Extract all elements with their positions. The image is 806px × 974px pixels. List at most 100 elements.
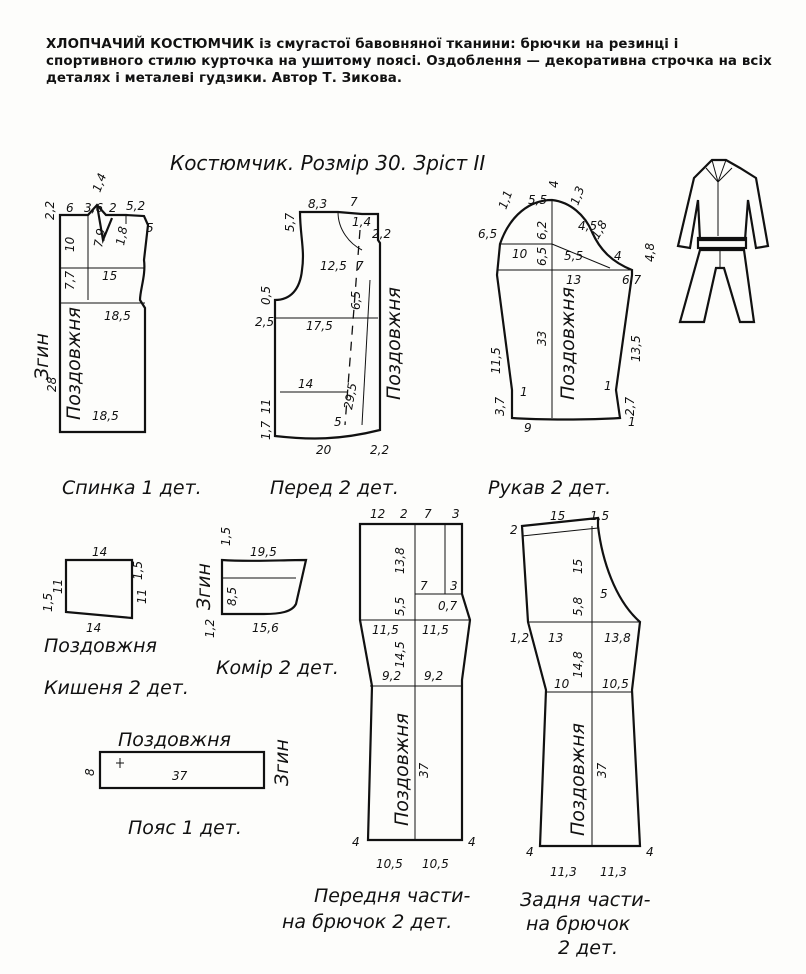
dim: 1,5 <box>590 509 609 523</box>
dim: 9,2 <box>424 669 443 683</box>
dim: 6,5 <box>535 247 549 266</box>
dim: 11 <box>135 589 149 604</box>
sleeve-piece: 4 5,5 1,3 1,1 6,2 6,5 4,5 1,8 10 6,5 5,5… <box>478 180 657 435</box>
dim: 11,3 <box>600 865 627 879</box>
dim: 14,8 <box>571 651 585 678</box>
dim: 6 <box>66 201 74 215</box>
dim: 4 <box>547 180 561 188</box>
description-header: ХЛОПЧАЧИЙ КОСТЮМЧИК із смугастої бавовня… <box>46 36 776 87</box>
grain-label: Поздовжня <box>391 713 413 826</box>
dim: 13,8 <box>604 631 631 645</box>
dim: 11,5 <box>489 347 503 374</box>
dim: 19,5 <box>250 545 277 559</box>
dim: 7,7 <box>63 271 77 290</box>
dim: 5 <box>334 415 342 429</box>
dim: 11 <box>51 579 65 594</box>
pocket-piece-label: Кишеня 2 дет. <box>44 677 189 699</box>
dim: 4 <box>646 845 654 859</box>
dim: 2 <box>109 201 117 215</box>
dim: 3 <box>452 507 460 521</box>
dim: 5,5 <box>564 249 583 263</box>
front-trousers-label-1: Передня части- <box>314 885 470 907</box>
dim: 3,6 <box>84 201 103 215</box>
grain-label: Поздовжня <box>44 635 157 657</box>
dim: 1,1 <box>496 188 516 211</box>
dim: 33 <box>535 331 549 346</box>
dim: 10 <box>63 236 77 252</box>
dim: 15 <box>102 269 117 283</box>
grain-label: Поздовжня <box>383 287 405 400</box>
dim: 10,5 <box>422 857 449 871</box>
dim: 0,7 <box>438 599 457 613</box>
back-trousers-label-2: на брючок <box>526 913 631 935</box>
dim: 11,5 <box>372 623 399 637</box>
fold-label: Згин <box>193 563 215 610</box>
grain-label: Поздовжня <box>63 307 85 420</box>
dim: 13 <box>548 631 563 645</box>
dim: 29,5 <box>341 382 359 411</box>
pocket-piece: 14 1,5 1,5 11 11 14 Поздовжня <box>41 545 157 657</box>
dim: 11 <box>259 399 273 414</box>
dim: 2,2 <box>372 227 391 241</box>
dim: 4 <box>526 845 534 859</box>
dim: 8,3 <box>308 197 327 211</box>
dim: 13,5 <box>629 335 643 362</box>
dim: 20 <box>316 443 332 457</box>
dim: 1,8 <box>113 225 130 247</box>
dim: 5,5 <box>393 597 407 616</box>
dim: 17,5 <box>306 319 333 333</box>
dim: 4 <box>468 835 476 849</box>
dim: 15,6 <box>252 621 279 635</box>
dim: 4 <box>614 249 622 263</box>
dim: 6,5 <box>349 291 363 310</box>
subtitle: Костюмчик. Розмір 30. Зріст II <box>170 151 485 175</box>
grain-label: Поздовжня <box>567 723 589 836</box>
dim: 10,5 <box>376 857 403 871</box>
dim: 15 <box>550 509 565 523</box>
dim: 7 <box>424 507 432 521</box>
dim: 5,2 <box>126 199 145 213</box>
dim: 2,7 <box>623 397 637 416</box>
dim: 1,5 <box>41 593 55 612</box>
dim: 7 <box>420 579 428 593</box>
dim: 2,2 <box>370 443 389 457</box>
dim: 11,3 <box>550 865 577 879</box>
dim: 37 <box>417 762 431 778</box>
dim: 10 <box>512 247 528 261</box>
dim: 14 <box>298 377 313 391</box>
dim: 7,9 <box>91 227 108 248</box>
dim: 1,5 <box>131 561 145 580</box>
dim: 12,5 <box>320 259 347 273</box>
dim: 5 <box>600 587 608 601</box>
dim: 10,5 <box>602 677 629 691</box>
dim: 1,7 <box>259 421 273 440</box>
belt-piece-label: Пояс 1 дет. <box>128 817 242 839</box>
grain-label: Поздовжня <box>557 287 579 400</box>
header-title: ХЛОПЧАЧИЙ КОСТЮМЧИК <box>46 37 255 52</box>
dim: 15 <box>571 559 585 574</box>
dim: 1,2 <box>203 619 217 638</box>
dim: 8 <box>83 768 97 776</box>
dim: 8,5 <box>225 587 239 606</box>
dim: 9 <box>524 421 532 435</box>
dim: 7 <box>350 195 358 209</box>
dim: 37 <box>172 769 188 783</box>
dim: 37 <box>595 762 609 778</box>
belt-piece: 8 37 Поздовжня Згин <box>83 729 293 790</box>
dim: 2,5 <box>255 315 274 329</box>
sleeve-piece-label: Рукав 2 дет. <box>488 477 611 499</box>
dim: 1,3 <box>568 184 588 207</box>
grain-label: Поздовжня <box>118 729 231 751</box>
dim: 14,5 <box>393 641 407 668</box>
front-trousers-label-2: на брючок 2 дет. <box>282 911 452 933</box>
dim: 10 <box>554 677 570 691</box>
dim: 1 <box>520 385 528 399</box>
collar-piece-label: Комір 2 дет. <box>216 657 339 679</box>
front-trousers-piece: 12 2 7 3 13,8 7 3 5,5 0,7 11,5 11,5 14,5… <box>352 507 476 871</box>
dim: 13,8 <box>393 547 407 574</box>
dim: 6,2 <box>535 221 549 240</box>
dim: 14 <box>92 545 107 559</box>
suit-illustration <box>676 158 770 324</box>
